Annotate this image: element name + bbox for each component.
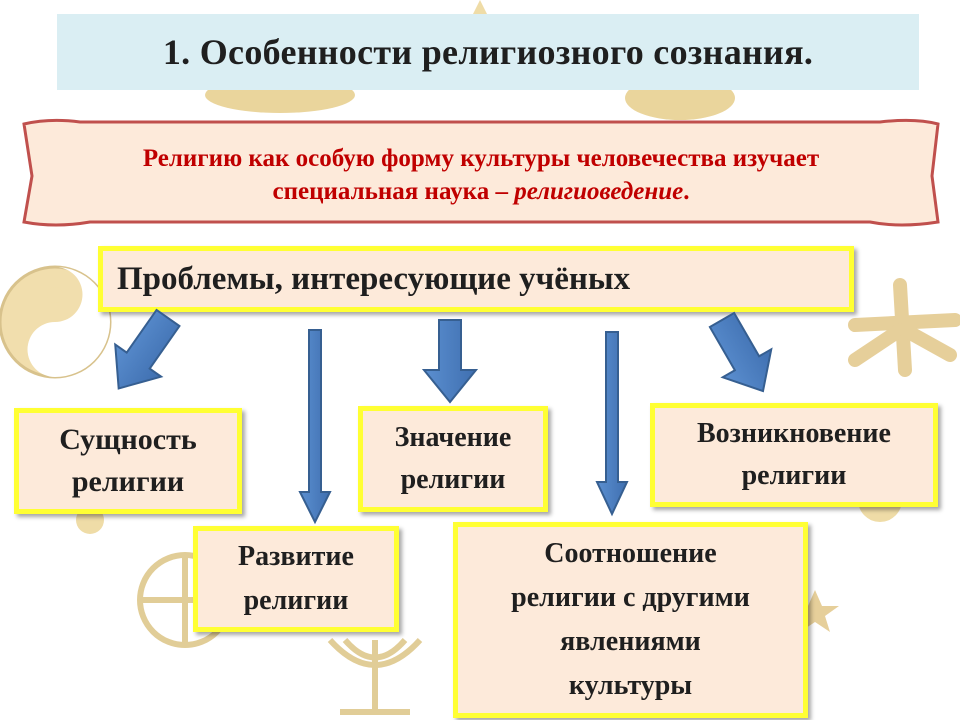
intro-term: религиоведение bbox=[514, 178, 684, 205]
box-meaning: Значение религии bbox=[358, 406, 548, 512]
arrow-to-development-icon bbox=[298, 329, 332, 525]
intro-line-2-prefix: специальная наука – bbox=[272, 178, 515, 205]
arrow-to-meaning-icon bbox=[421, 319, 479, 404]
intro-line-2-suffix: . bbox=[683, 178, 690, 205]
box-relation-line-4: культуры bbox=[568, 670, 693, 701]
problems-heading-box: Проблемы, интересующие учёных bbox=[98, 246, 854, 312]
box-meaning-line-1: Значение bbox=[394, 422, 512, 453]
box-relation-line-3: явлениями bbox=[560, 626, 701, 657]
box-relation-line-2: религии с другими bbox=[511, 582, 750, 613]
box-relation-text: Соотношение религии с другими явлениями … bbox=[511, 532, 750, 708]
box-essence-line-1: Сущность bbox=[59, 423, 197, 456]
box-development-line-1: Развитие bbox=[238, 541, 354, 572]
yin-yang-icon bbox=[0, 265, 112, 379]
box-origin: Возникновение религии bbox=[650, 403, 938, 507]
box-origin-text: Возникновение религии bbox=[697, 413, 891, 497]
box-relation: Соотношение религии с другими явлениями … bbox=[453, 522, 808, 718]
intro-scroll: Религию как особую форму культуры челове… bbox=[20, 116, 942, 230]
hieroglyph-icon bbox=[848, 278, 960, 377]
box-meaning-text: Значение религии bbox=[395, 417, 512, 501]
menorah-icon bbox=[327, 637, 423, 715]
page-title: 1. Особенности религиозного сознания. bbox=[162, 32, 814, 72]
problems-heading: Проблемы, интересующие учёных bbox=[117, 260, 631, 297]
box-essence-line-2: религии bbox=[71, 465, 185, 498]
arrow-to-essence-icon bbox=[114, 308, 181, 390]
box-development-line-2: религии bbox=[243, 585, 349, 616]
box-development-text: Развитие религии bbox=[238, 535, 354, 623]
box-essence: Сущность религии bbox=[14, 408, 242, 514]
star-icon bbox=[791, 590, 839, 632]
arrow-to-relation-icon bbox=[595, 331, 629, 517]
arrow-to-origin-icon bbox=[708, 311, 773, 393]
intro-line-1: Религию как особую форму культуры челове… bbox=[142, 145, 820, 172]
title-banner: 1. Особенности религиозного сознания. bbox=[57, 14, 919, 90]
scroll-shape bbox=[22, 118, 940, 227]
intro-line-2: специальная наука – религиоведение. bbox=[20, 175, 942, 208]
box-essence-text: Сущность религии bbox=[59, 419, 196, 503]
box-relation-line-1: Соотношение bbox=[544, 538, 717, 569]
box-development: Развитие религии bbox=[193, 526, 399, 632]
box-meaning-line-2: религии bbox=[400, 464, 506, 495]
box-origin-line-2: религии bbox=[741, 460, 847, 491]
box-origin-line-1: Возникновение bbox=[696, 418, 891, 449]
intro-text: Религию как особую форму культуры челове… bbox=[20, 142, 942, 208]
